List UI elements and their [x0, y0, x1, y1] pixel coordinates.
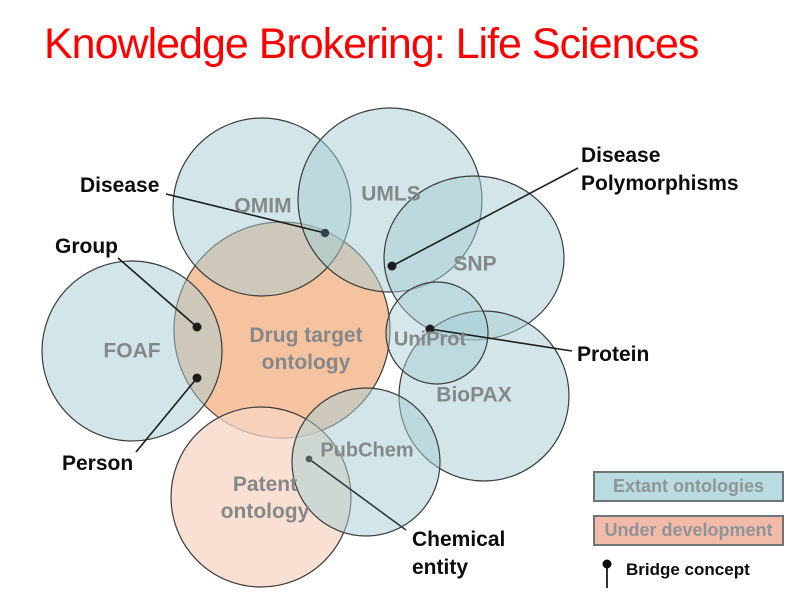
group-connector-line — [117, 257, 198, 328]
legend-bridge-label: Bridge concept — [626, 560, 750, 579]
patent-ontology-label: Patent ontology — [220, 473, 310, 523]
pubchem-circle — [291, 387, 441, 537]
legend-extant-label: Extant ontologies — [612, 476, 764, 496]
disease-connector-line — [165, 193, 326, 234]
chemical-entity-connector-line — [308, 458, 407, 531]
person-connector-line — [135, 377, 198, 453]
uniprot-label: UniProt — [393, 328, 467, 351]
disease-polymorphisms-bridge-dot — [387, 261, 397, 271]
legend-under-development-label: Under development — [604, 520, 773, 540]
legend-bridge-concept: Bridge concept — [600, 557, 750, 591]
omim-label: OMIM — [234, 194, 292, 218]
protein-connector-line — [429, 328, 573, 352]
bridge-pin-icon — [602, 559, 612, 588]
chemical-entity-bridge-dot — [305, 455, 313, 463]
person-bridge-label: Person — [62, 452, 134, 475]
pubchem-label: PubChem — [320, 439, 414, 462]
protein-bridge-dot — [425, 324, 435, 334]
person-bridge-dot — [192, 373, 202, 383]
group-bridge-label: Group — [55, 235, 118, 258]
disease-bridge-dot — [320, 228, 330, 238]
biopax-label: BioPAX — [436, 383, 512, 407]
foaf-circle — [41, 260, 223, 442]
drug-target-ontology-label: Drug target ontology — [249, 324, 363, 374]
foaf-label: FOAF — [103, 339, 161, 363]
group-bridge-dot — [192, 322, 202, 332]
umls-label: UMLS — [361, 182, 421, 206]
disease-polymorphisms-bridge-label: Disease Polymorphisms — [581, 144, 739, 195]
chemical-entity-bridge-label: Chemical entity — [412, 528, 506, 579]
slide-title: Knowledge Brokering: Life Sciences — [44, 20, 699, 68]
disease-bridge-label: Disease — [80, 174, 160, 197]
snp-label: SNP — [453, 252, 497, 276]
disease-polymorphisms-connector-line — [391, 167, 579, 267]
uniprot-circle — [385, 281, 489, 385]
protein-bridge-label: Protein — [577, 343, 650, 366]
legend-extant-ontologies: Extant ontologies — [593, 471, 784, 502]
legend-under-development: Under development — [593, 515, 784, 546]
